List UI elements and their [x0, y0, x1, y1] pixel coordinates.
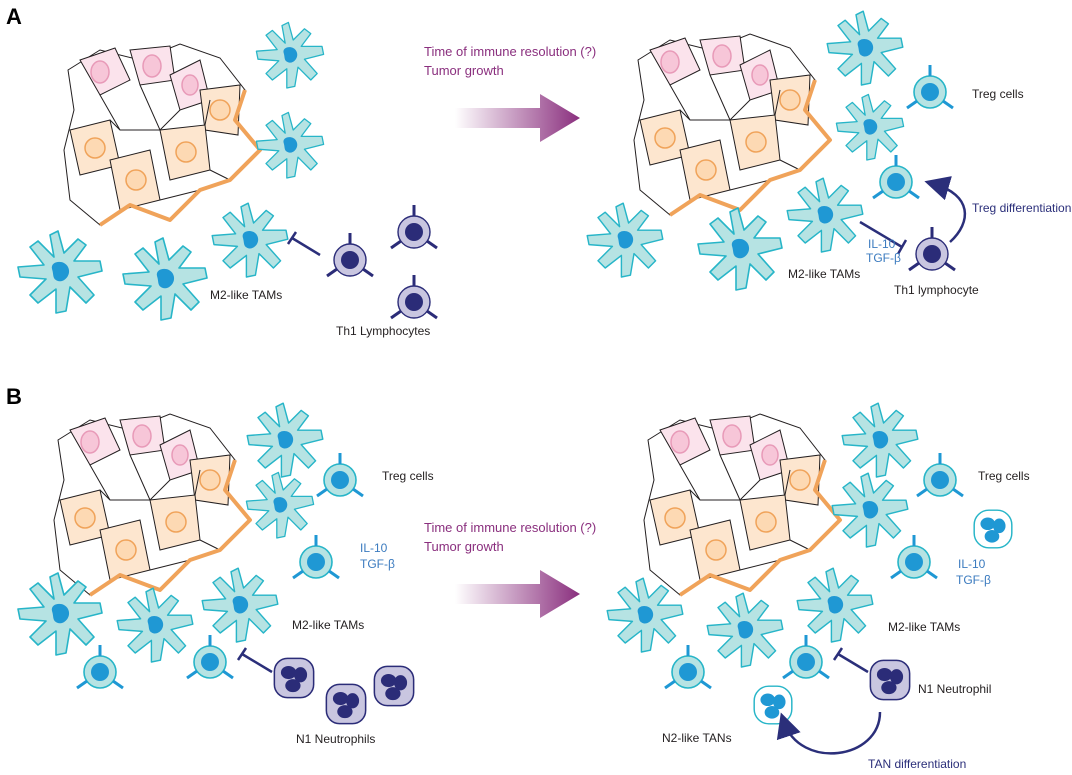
tam-cell	[826, 10, 904, 86]
tam-cell	[586, 202, 664, 278]
treg-cell	[291, 533, 341, 580]
n1-neutrophil	[325, 683, 367, 725]
tam-cell	[245, 471, 315, 539]
label-th1-lymphocytes: Th1 Lymphocytes	[336, 324, 430, 338]
label-tgfb: TGF-β	[360, 557, 395, 571]
label-n1-neutrophils: N1 Neutrophils	[296, 732, 375, 746]
tumor-cluster-b-left	[52, 412, 252, 597]
tam-cell	[841, 402, 919, 478]
label-il10: IL-10	[958, 557, 986, 571]
treg-differentiation-arrow	[924, 176, 967, 243]
tam-cell	[831, 472, 909, 548]
label-tgfb: TGF-β	[956, 573, 991, 587]
th1-lymphocyte	[389, 273, 439, 320]
label-il10: IL-10	[868, 237, 896, 251]
process-arrow	[455, 94, 580, 142]
label-tgfb: TGF-β	[866, 251, 901, 265]
tumor-cluster-b-right	[642, 412, 842, 597]
tam-cell	[786, 177, 864, 253]
tam-cell	[796, 567, 874, 643]
tam-cell	[697, 207, 783, 291]
label-th1-lymphocyte: Th1 lymphocyte	[894, 283, 979, 297]
th1-lymphocyte	[325, 231, 375, 278]
th1-lymphocyte	[389, 203, 439, 250]
n2-tan-cell	[753, 685, 793, 725]
inhibition-line	[832, 647, 869, 674]
label-m2-tams: M2-like TAMs	[210, 288, 282, 302]
treg-cell	[75, 643, 125, 690]
inhibition-line	[236, 647, 273, 674]
panel-a-process: Time of immune resolution (?) Tumor grow…	[424, 44, 596, 142]
n1-neutrophil	[273, 657, 315, 699]
panel-label-b: B	[6, 384, 22, 409]
label-m2-tams: M2-like TAMs	[292, 618, 364, 632]
label-n2-tans: N2-like TANs	[662, 731, 732, 745]
label-treg-differentiation: Treg differentiation	[972, 201, 1071, 215]
process-line-1: Time of immune resolution (?)	[424, 44, 596, 59]
label-m2-tams: M2-like TAMs	[888, 620, 960, 634]
treg-cell	[185, 633, 235, 680]
tumor-cluster-a-left	[62, 42, 262, 227]
tam-cell	[211, 202, 289, 278]
panel-label-a: A	[6, 4, 22, 29]
label-m2-tams: M2-like TAMs	[788, 267, 860, 281]
panel-b-process: Time of immune resolution (?) Tumor grow…	[424, 520, 596, 618]
n1-neutrophil	[373, 665, 415, 707]
process-line-2: Tumor growth	[424, 539, 504, 554]
tam-cell	[17, 230, 103, 314]
label-treg-cells: Treg cells	[382, 469, 434, 483]
tam-cell	[835, 93, 905, 161]
treg-cell	[871, 153, 921, 200]
tam-cell	[116, 587, 194, 663]
tam-cell	[255, 21, 325, 89]
tam-cell	[246, 402, 324, 478]
panel-b-left: Treg cells IL-10 TGF-β M2-like TAMs N1 N…	[17, 402, 434, 746]
tam-cell	[606, 577, 684, 653]
label-tan-differentiation: TAN differentiation	[868, 757, 966, 771]
th1-lymphocyte	[907, 225, 957, 272]
treg-cell	[663, 643, 713, 690]
inhibition-line	[859, 220, 908, 255]
label-n1-neutrophil: N1 Neutrophil	[918, 682, 991, 696]
treg-cell	[781, 633, 831, 680]
tam-cell	[122, 237, 208, 321]
panel-a-left: M2-like TAMs Th1 Lymphocytes	[17, 21, 439, 338]
tam-cell	[255, 111, 325, 179]
tan-differentiation-arrow	[776, 711, 882, 755]
tam-cell	[706, 592, 784, 668]
treg-cell	[915, 451, 965, 498]
treg-cell	[905, 63, 955, 110]
label-treg-cells: Treg cells	[972, 87, 1024, 101]
tumor-cluster-a-right	[632, 32, 832, 217]
n2-tan-cell	[973, 509, 1013, 549]
process-line-1: Time of immune resolution (?)	[424, 520, 596, 535]
label-il10: IL-10	[360, 541, 388, 555]
treg-cell	[889, 533, 939, 580]
panel-b-right: Treg cells IL-10 TGF-β M2-like TAMs N1 N…	[606, 402, 1030, 771]
label-treg-cells: Treg cells	[978, 469, 1030, 483]
tam-cell	[201, 567, 279, 643]
inhibition-line	[286, 231, 321, 257]
process-line-2: Tumor growth	[424, 63, 504, 78]
process-arrow	[455, 570, 580, 618]
treg-cell	[315, 451, 365, 498]
n1-neutrophil	[869, 659, 911, 701]
panel-a-right: Treg cells Treg differentiation IL-10 TG…	[586, 10, 1071, 297]
